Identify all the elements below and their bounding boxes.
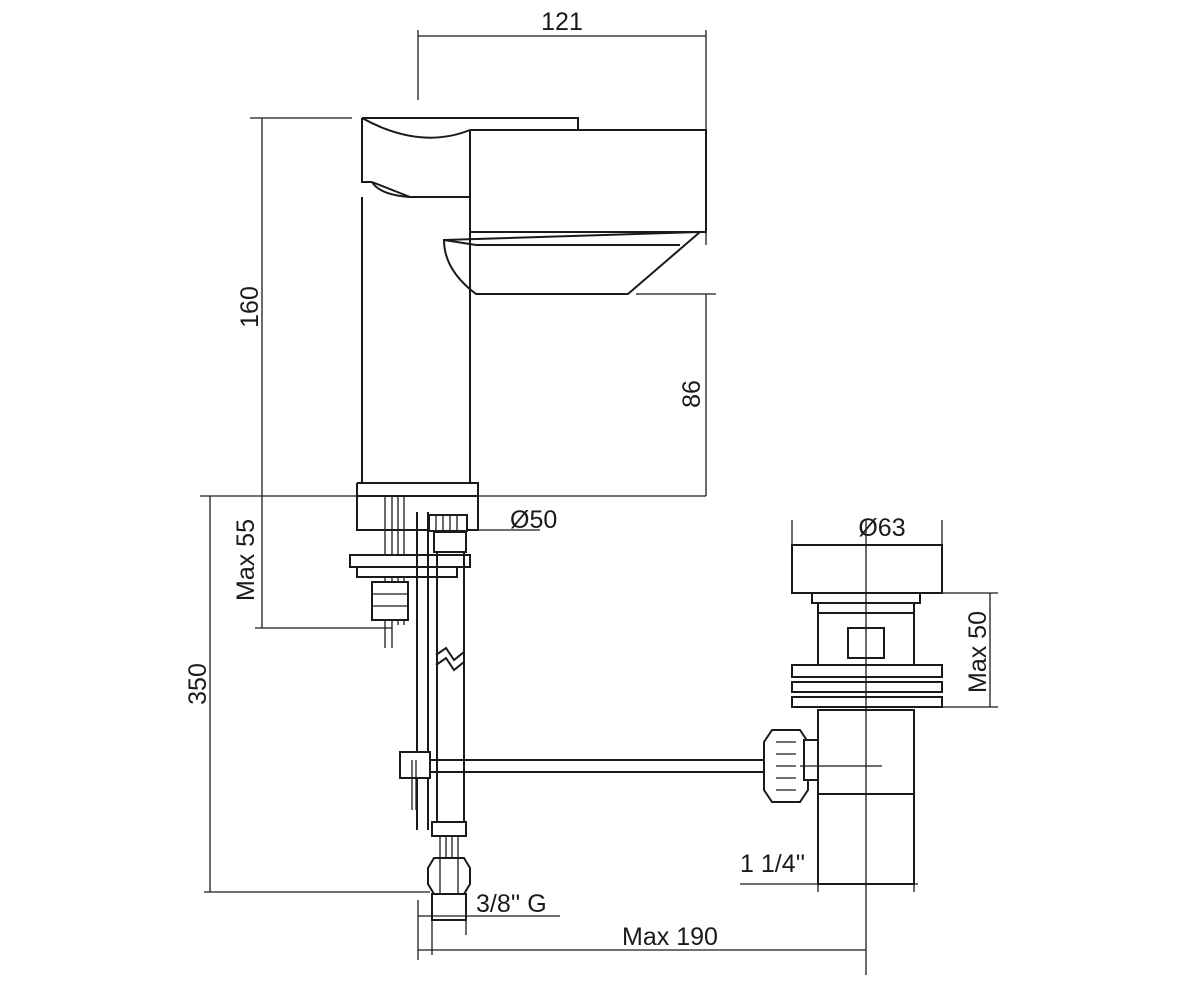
dim-spout-reach-label: 121	[541, 8, 583, 36]
dim-spout-height-label: 86	[678, 380, 706, 408]
pop-up-waste	[763, 520, 943, 975]
dim-hose-length-label: 350	[184, 663, 212, 705]
mounting-assembly	[349, 496, 770, 921]
dim-waste-thread-label: 1 1/4''	[740, 850, 805, 878]
dim-total-height-label: 160	[236, 286, 264, 328]
dim-supply-thread-label: 3/8'' G	[476, 890, 547, 918]
dim-plug-diameter-label: Ø63	[858, 514, 905, 542]
dim-waste-max-label: Max 50	[964, 611, 992, 693]
dim-base-diameter-label: Ø50	[510, 506, 557, 534]
dim-waste-spacing-label: Max 190	[622, 923, 718, 951]
dim-max-deck-label: Max 55	[232, 519, 260, 601]
dimension-lines	[200, 30, 998, 960]
faucet-body	[356, 117, 707, 531]
